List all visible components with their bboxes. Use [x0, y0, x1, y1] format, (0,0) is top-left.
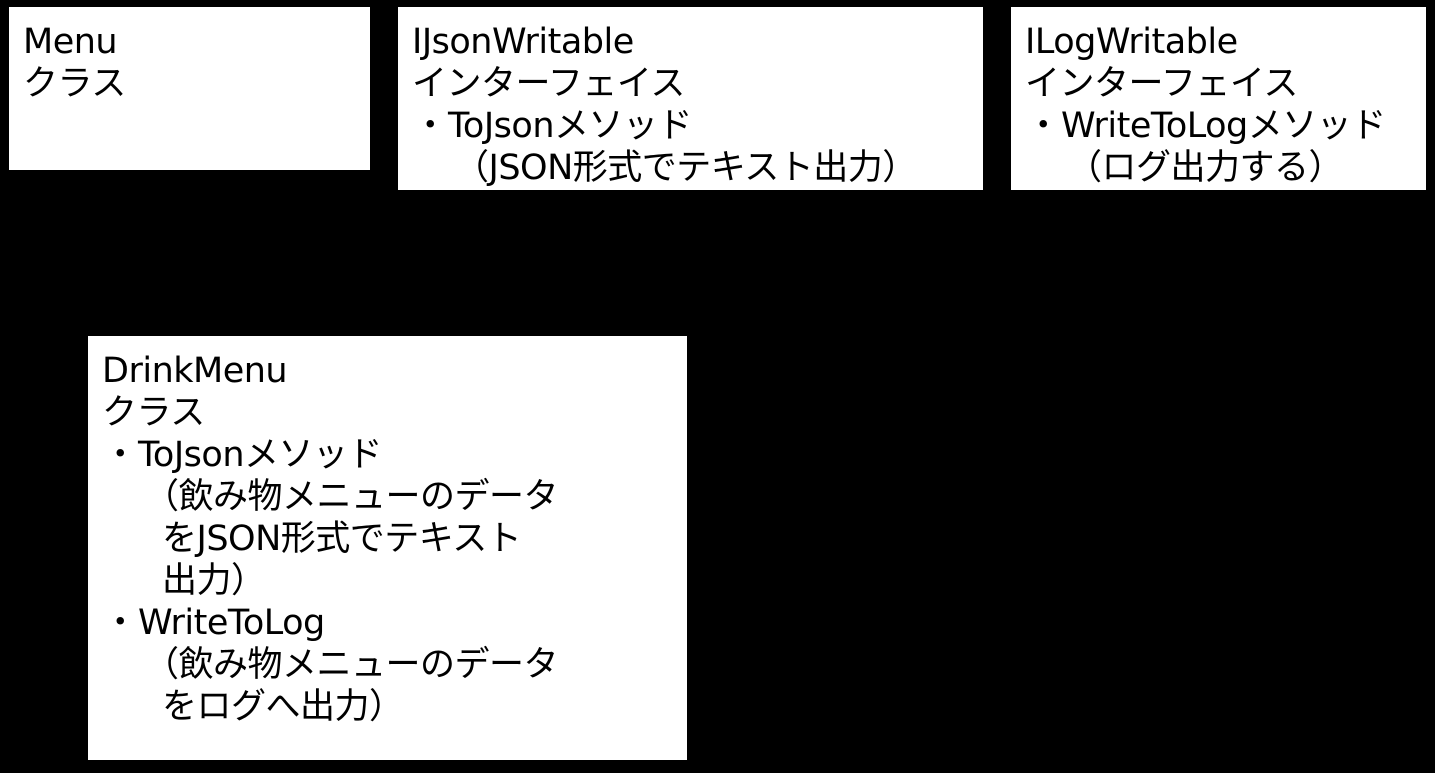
class-kind-label: クラス [102, 393, 205, 433]
method-label: WriteToLogメソッド [1061, 106, 1386, 146]
method-description-line: （飲み物メニューのデータ [144, 645, 559, 685]
class-kind-label: クラス [23, 64, 126, 104]
method-description-line: をログへ出力） [162, 687, 404, 727]
bullet-icon: ・ [102, 603, 138, 643]
method-description-line: 出力） [162, 561, 266, 601]
ijsonwritable-interface-box: IJsonWritable インターフェイス ・ToJsonメソッド （JSON… [398, 7, 983, 190]
bullet-icon: ・ [1025, 106, 1061, 146]
interface-name: ILogWritable [1025, 22, 1238, 62]
method-tojson: ・ToJsonメソッド [102, 434, 673, 476]
method-tojson: ・ToJsonメソッド [412, 105, 969, 147]
drinkmenu-class-box: DrinkMenu クラス ・ToJsonメソッド （飲み物メニューのデータ を… [88, 336, 687, 760]
method-description-line: （飲み物メニューのデータ [144, 477, 559, 517]
class-name: Menu [23, 22, 118, 62]
ilogwritable-interface-box: ILogWritable インターフェイス ・WriteToLogメソッド （ロ… [1011, 7, 1426, 190]
interface-name: IJsonWritable [412, 22, 634, 62]
bullet-icon: ・ [102, 435, 138, 475]
method-label: ToJsonメソッド [448, 106, 693, 146]
method-label: ToJsonメソッド [138, 435, 383, 475]
bullet-icon: ・ [412, 106, 448, 146]
method-writetolog: ・WriteToLog [102, 602, 673, 644]
method-description: （ログ出力する） [1067, 148, 1344, 188]
method-label: WriteToLog [138, 603, 325, 643]
method-description: （JSON形式でテキスト出力） [454, 148, 917, 188]
class-name: DrinkMenu [102, 351, 288, 391]
interface-kind-label: インターフェイス [412, 64, 685, 104]
interface-kind-label: インターフェイス [1025, 64, 1298, 104]
method-description-line: をJSON形式でテキスト [162, 519, 522, 559]
method-writetolog: ・WriteToLogメソッド [1025, 105, 1412, 147]
menu-class-box: Menu クラス [9, 7, 370, 170]
